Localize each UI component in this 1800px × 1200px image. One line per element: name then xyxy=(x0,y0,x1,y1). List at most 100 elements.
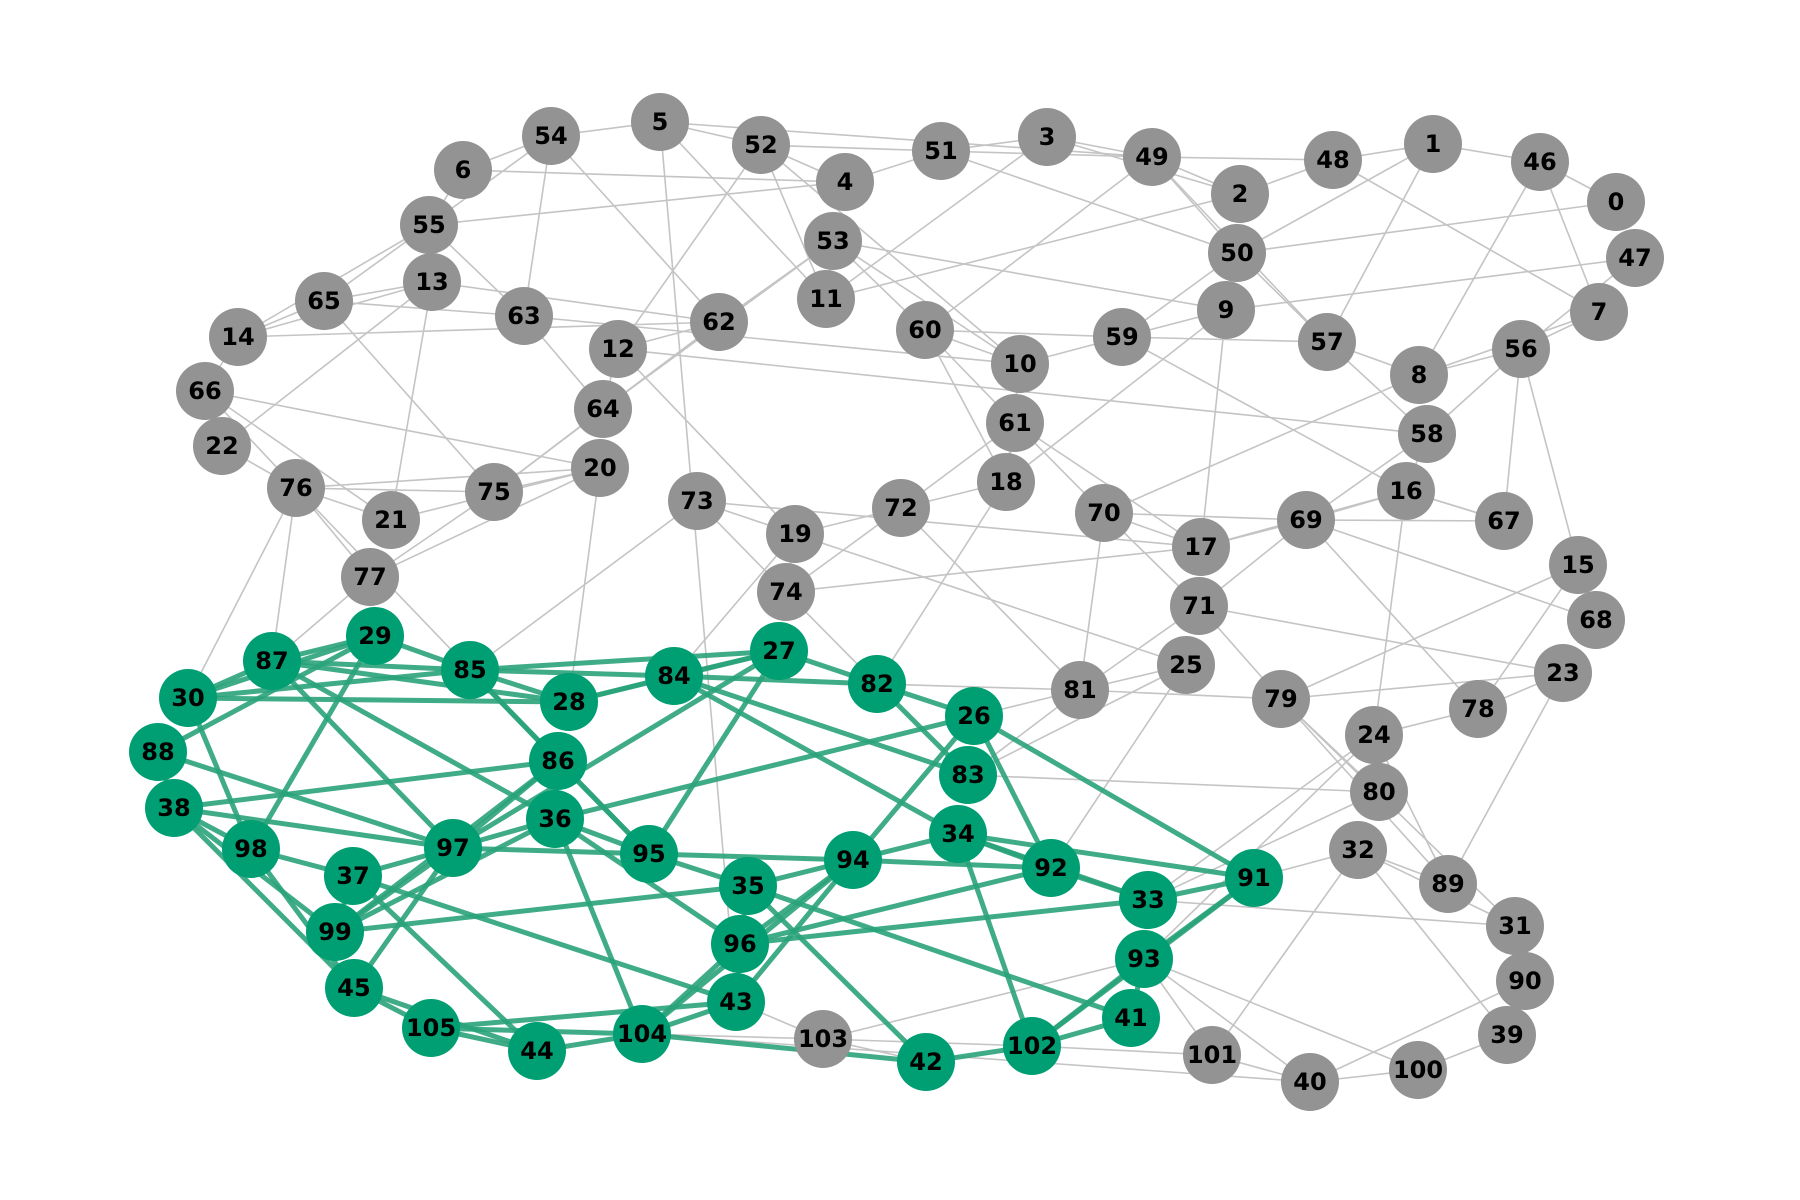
node-label: 7 xyxy=(1591,298,1608,326)
node-label: 43 xyxy=(719,988,752,1016)
node-label: 101 xyxy=(1187,1041,1237,1069)
node-48: 48 xyxy=(1304,131,1362,189)
node-circle xyxy=(1281,1053,1339,1111)
edge-49-48 xyxy=(1151,156,1334,161)
edge-25-92 xyxy=(1050,664,1187,869)
edge-88-97 xyxy=(157,749,454,851)
node-96: 96 xyxy=(711,915,769,973)
node-label: 99 xyxy=(318,918,351,946)
node-101: 101 xyxy=(1183,1026,1241,1084)
edge-32-101 xyxy=(1211,849,1359,1056)
node-32: 32 xyxy=(1329,821,1387,879)
node-circle xyxy=(267,459,325,517)
node-label: 41 xyxy=(1114,1004,1147,1032)
node-label: 94 xyxy=(836,846,869,874)
edge-9-17 xyxy=(1200,309,1227,548)
node-label: 51 xyxy=(924,137,957,165)
node-label: 93 xyxy=(1127,945,1160,973)
node-70: 70 xyxy=(1075,484,1133,542)
node-6: 6 xyxy=(434,141,492,199)
edge-87-28 xyxy=(271,658,570,705)
node-label: 28 xyxy=(552,688,585,716)
node-label: 74 xyxy=(769,578,802,606)
edge-101-102 xyxy=(1031,1045,1213,1056)
node-label: 66 xyxy=(188,377,221,405)
node-label: 47 xyxy=(1618,244,1651,272)
node-label: 22 xyxy=(205,432,238,460)
node-circle xyxy=(1075,484,1133,542)
node-92: 92 xyxy=(1022,839,1080,897)
node-circle xyxy=(1211,165,1269,223)
edge-13-62 xyxy=(431,281,720,323)
node-label: 61 xyxy=(998,409,1031,437)
node-2: 2 xyxy=(1211,165,1269,223)
node-63: 63 xyxy=(495,287,553,345)
node-label: 40 xyxy=(1293,1068,1326,1096)
edge-20-76 xyxy=(295,467,601,489)
node-label: 26 xyxy=(957,702,990,730)
node-label: 90 xyxy=(1508,967,1541,995)
node-circle xyxy=(1123,128,1181,186)
node-label: 73 xyxy=(680,487,713,515)
node-label: 72 xyxy=(884,494,917,522)
node-label: 79 xyxy=(1264,685,1297,713)
node-47: 47 xyxy=(1606,229,1664,287)
node-circle xyxy=(690,293,748,351)
edge-11-2 xyxy=(825,193,1241,300)
node-circle xyxy=(1570,283,1628,341)
node-label: 13 xyxy=(415,268,448,296)
node-label: 53 xyxy=(816,227,849,255)
node-circle xyxy=(362,491,420,549)
node-99: 99 xyxy=(306,903,364,961)
edge-23-79 xyxy=(1280,672,1564,700)
node-circle xyxy=(1298,313,1356,371)
edge-85-27 xyxy=(469,648,780,673)
node-51: 51 xyxy=(912,122,970,180)
edge-51-50 xyxy=(940,150,1238,254)
edge-76-30 xyxy=(187,487,297,699)
node-label: 27 xyxy=(762,637,795,665)
edge-8-70 xyxy=(1103,374,1420,514)
node-83: 83 xyxy=(939,746,997,804)
edge-84-83 xyxy=(673,673,969,778)
edge-66-20 xyxy=(204,390,601,469)
edge-105-43 xyxy=(430,999,737,1031)
node-91: 91 xyxy=(1225,849,1283,907)
edge-24-33 xyxy=(1147,734,1375,901)
node-65: 65 xyxy=(295,272,353,330)
node-circle xyxy=(1051,661,1109,719)
edge-59-57 xyxy=(1121,336,1328,343)
node-circle xyxy=(1183,1026,1241,1084)
node-circle xyxy=(1102,989,1160,1047)
node-21: 21 xyxy=(362,491,420,549)
edge-47-9 xyxy=(1225,257,1636,311)
node-94: 94 xyxy=(824,831,882,889)
node-circle xyxy=(824,831,882,889)
edge-80-33 xyxy=(1147,791,1380,901)
node-circle xyxy=(986,394,1044,452)
node-circle xyxy=(668,472,726,530)
node-circle xyxy=(929,805,987,863)
node-label: 96 xyxy=(723,930,756,958)
node-label: 82 xyxy=(860,670,893,698)
node-41: 41 xyxy=(1102,989,1160,1047)
node-84: 84 xyxy=(645,647,703,705)
node-98: 98 xyxy=(222,820,280,878)
node-label: 44 xyxy=(520,1037,553,1065)
node-80: 80 xyxy=(1350,763,1408,821)
node-label: 10 xyxy=(1003,350,1036,378)
node-label: 55 xyxy=(412,211,445,239)
edge-13-22 xyxy=(221,281,433,447)
node-circle xyxy=(222,820,280,878)
edge-29-88 xyxy=(156,633,377,755)
node-circle xyxy=(1197,281,1255,339)
node-5: 5 xyxy=(631,93,689,151)
node-66: 66 xyxy=(176,362,234,420)
node-circle xyxy=(295,272,353,330)
node-56: 56 xyxy=(1492,320,1550,378)
node-90: 90 xyxy=(1496,952,1554,1010)
edge-34-102 xyxy=(955,833,1035,1047)
node-label: 42 xyxy=(909,1048,942,1076)
edge-26-36 xyxy=(554,713,975,822)
